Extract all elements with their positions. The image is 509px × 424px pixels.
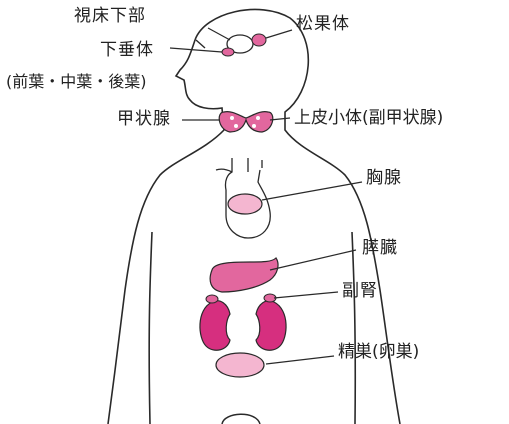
left-kidney — [200, 301, 230, 351]
face-outline — [108, 40, 224, 424]
right-arm-inner — [352, 232, 355, 424]
bottom-shape — [222, 414, 260, 424]
gonad-organ — [216, 353, 264, 377]
thymus-organ — [228, 194, 262, 214]
eye — [196, 40, 205, 48]
thyroid-organ — [219, 112, 273, 132]
label-pituitary-detail: (前葉・中葉・後葉) — [6, 74, 147, 90]
label-thyroid: 甲状腺 — [117, 111, 171, 128]
right-kidney — [256, 301, 286, 351]
label-thymus: 胸腺 — [366, 170, 402, 187]
left-arm-inner — [149, 232, 152, 424]
left-adrenal — [206, 295, 218, 303]
label-adrenal: 副腎 — [342, 283, 378, 300]
pancreas-organ — [210, 258, 278, 292]
label-pineal: 松果体 — [296, 16, 350, 33]
label-parathyroid: 上皮小体(副甲状腺) — [294, 110, 443, 127]
pituitary-organ — [222, 48, 234, 56]
pineal-organ — [252, 34, 266, 46]
label-pancreas: 膵臓 — [362, 240, 398, 257]
label-hypothalamus: 視床下部 — [74, 8, 146, 25]
label-pituitary: 下垂体 — [100, 42, 154, 59]
label-gonads: 精巣(卵巣) — [338, 344, 419, 361]
